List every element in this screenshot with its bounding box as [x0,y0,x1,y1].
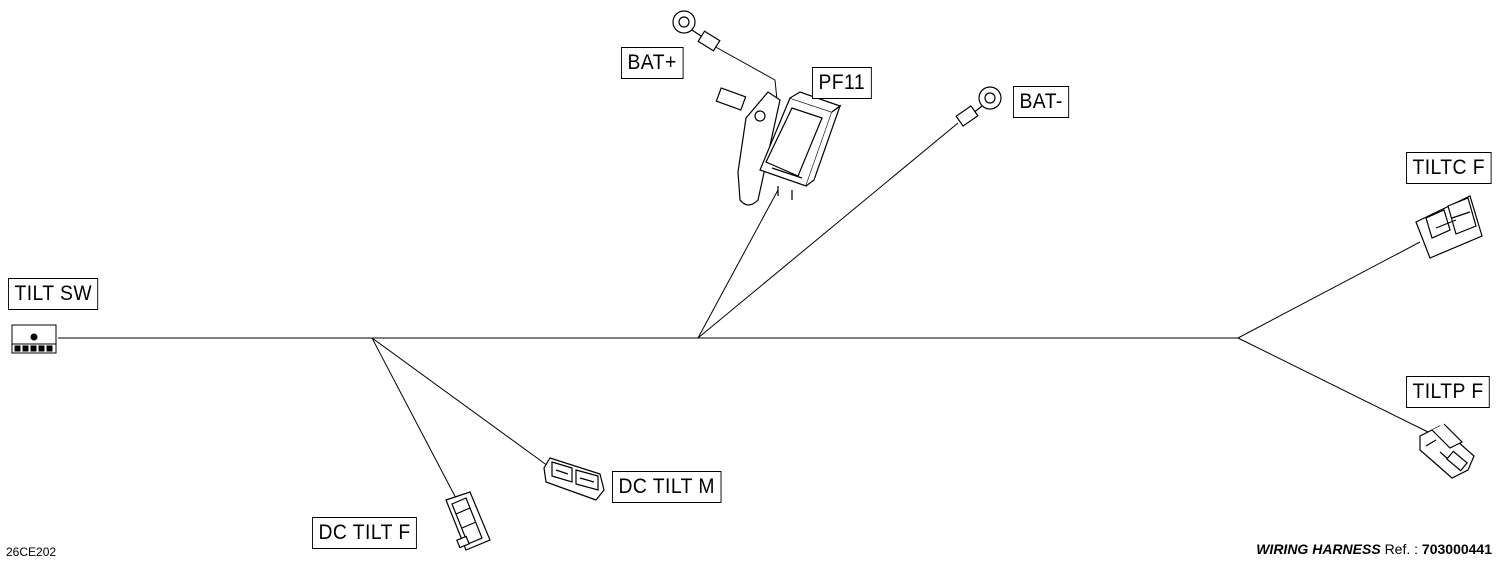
ref-label: Ref. : [1384,541,1419,557]
dc-tilt-f-connector-icon [445,491,491,551]
bat-minus-ring-terminal-icon [955,86,1002,127]
harness-reference: WIRING HARNESS Ref. : 703000441 [1256,541,1492,557]
branch-wire-pf11 [697,189,779,339]
label-dc-tilt-m: DC TILT M [612,471,722,503]
branch-wire-bat-minus [697,122,959,339]
label-bat-minus: BAT- [1013,86,1070,118]
harness-title: WIRING HARNESS [1256,541,1381,557]
dc-tilt-m-connector-icon [543,457,605,501]
label-bat-plus: BAT+ [621,47,684,79]
pf11-relay-icon [715,87,842,206]
label-tiltc-f: TILTC F [1406,152,1492,184]
branch-wire-dc-tilt-f [371,337,459,503]
branch-wire-tiltp-f [1237,337,1429,433]
label-pf11: PF11 [812,67,872,99]
tiltc-f-connector-icon [1415,195,1483,259]
tilt-sw-connector-icon [11,324,57,354]
label-tilt-sw: TILT SW [8,278,99,310]
diagram-code: 26CE202 [6,545,57,559]
bat-plus-ring-terminal-icon [672,10,721,52]
tiltp-f-connector-icon [1419,423,1475,479]
branch-wire-tiltc-f [1237,241,1421,339]
ref-number: 703000441 [1421,541,1492,557]
label-tiltp-f: TILTP F [1406,376,1491,408]
label-dc-tilt-f: DC TILT F [312,517,418,549]
branch-wire-dc-tilt-m [371,337,549,467]
